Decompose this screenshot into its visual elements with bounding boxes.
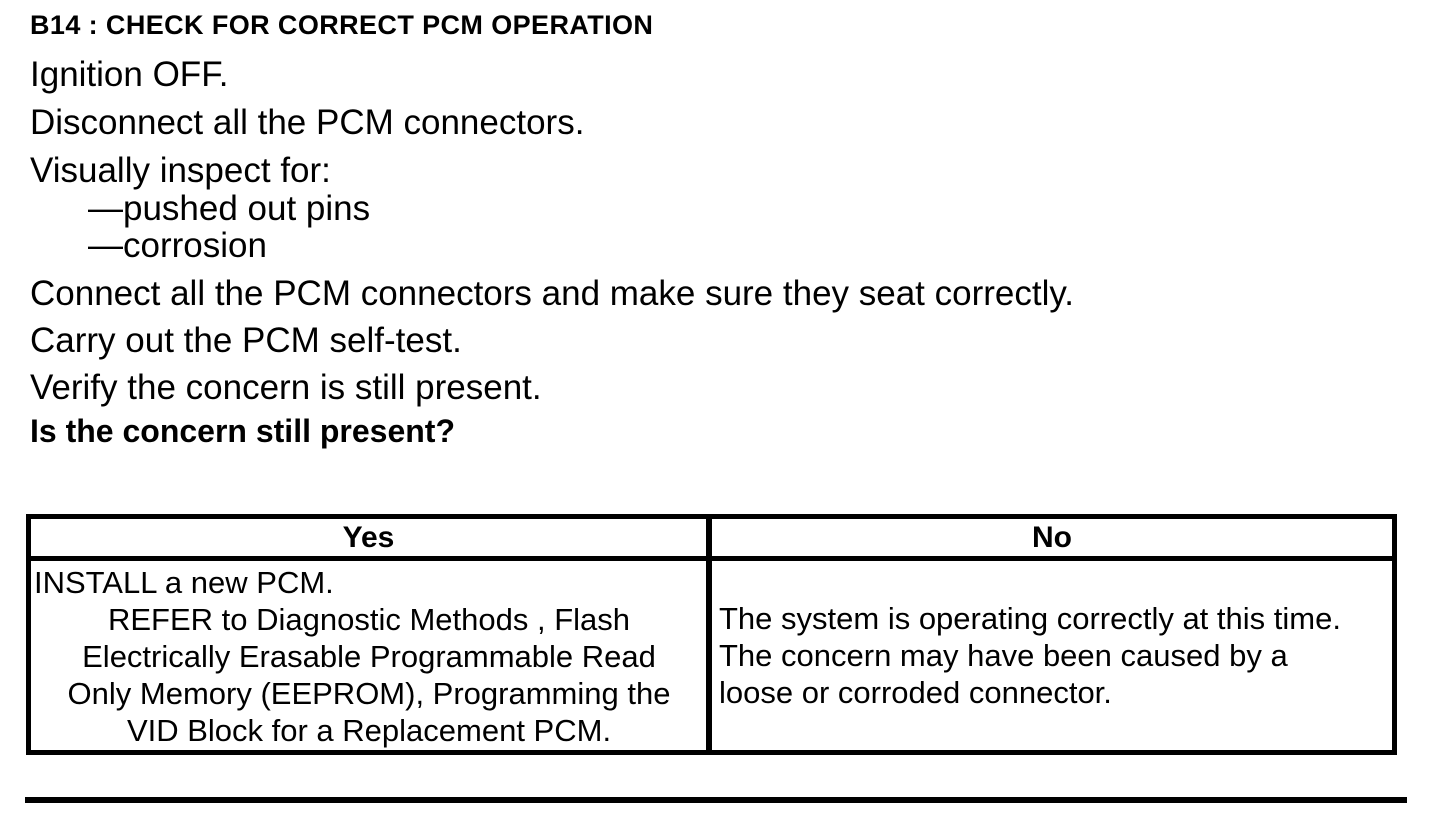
yes-action-line: Electrically Erasable Programmable Read: [82, 639, 656, 674]
yes-action-line: REFER to Diagnostic Methods , Flash: [107, 602, 631, 637]
result-table: Yes No INSTALL a new PCM. REFER to Diagn…: [26, 514, 1397, 755]
yes-action-line: INSTALL a new PCM.: [34, 565, 334, 600]
instruction-line: Connect all the PCM connectors and make …: [30, 274, 1075, 313]
no-action-line: loose or corroded connector.: [719, 675, 1112, 710]
instruction-sub-item: —corrosion: [88, 226, 267, 265]
instruction-line: Verify the concern is still present.: [30, 368, 542, 407]
result-table-header-row: Yes No: [31, 519, 1392, 561]
result-table-body-row: INSTALL a new PCM. REFER to Diagnostic M…: [31, 561, 1392, 750]
horizontal-rule: [25, 797, 1407, 803]
yes-action-cell: INSTALL a new PCM. REFER to Diagnostic M…: [31, 561, 712, 750]
no-column-header: No: [1032, 521, 1072, 554]
instruction-line: Visually inspect for:: [30, 151, 331, 190]
instruction-sub-item: —pushed out pins: [88, 189, 371, 228]
instruction-line: Carry out the PCM self-test.: [30, 321, 462, 360]
yes-action-line: Only Memory (EEPROM), Programming the: [67, 676, 671, 711]
step-heading: B14 : CHECK FOR CORRECT PCM OPERATION: [30, 10, 654, 40]
yes-action-line: VID Block for a Replacement PCM.: [126, 713, 612, 748]
no-action-text: The system is operating correctly at thi…: [719, 600, 1341, 711]
instruction-line: Ignition OFF.: [30, 55, 229, 94]
no-action-line: The system is operating correctly at thi…: [719, 601, 1341, 636]
no-action-cell: The system is operating correctly at thi…: [712, 561, 1392, 750]
instruction-line: Disconnect all the PCM connectors.: [30, 103, 585, 142]
yes-column-header: Yes: [31, 519, 712, 556]
question-text: Is the concern still present?: [30, 413, 455, 449]
no-action-line: The concern may have been caused by a: [719, 638, 1288, 673]
